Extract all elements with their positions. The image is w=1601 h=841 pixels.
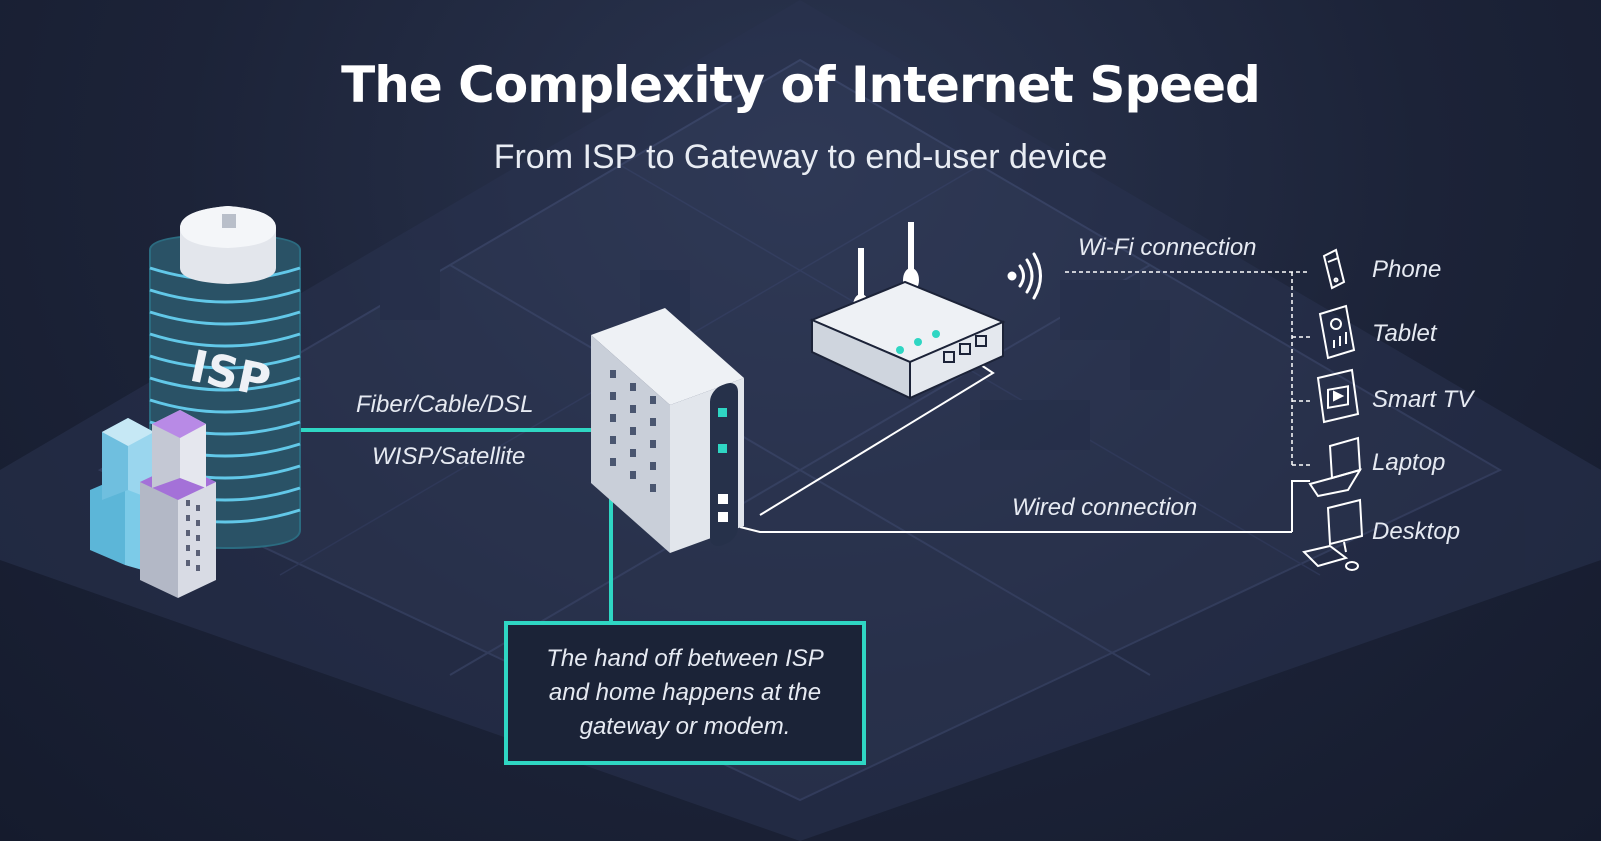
wired-connection-label: Wired connection xyxy=(1012,494,1198,521)
device-label-tablet: Tablet xyxy=(1372,320,1437,347)
wifi-signal-icon xyxy=(1007,252,1042,300)
upstream-label-primary: Fiber/Cable/DSL xyxy=(356,391,534,418)
page-title: The Complexity of Internet Speed xyxy=(341,56,1261,114)
device-label-phone: Phone xyxy=(1372,256,1442,283)
page-subtitle: From ISP to Gateway to end-user device xyxy=(493,138,1108,176)
isp-tower xyxy=(149,206,301,550)
upstream-label-secondary: WISP/Satellite xyxy=(372,443,526,470)
tablet-icon xyxy=(1318,304,1356,360)
gateway-callout-text: The hand off between ISP and home happen… xyxy=(546,645,824,740)
wifi-router xyxy=(809,222,1006,400)
laptop-wired-branch xyxy=(1291,480,1310,532)
city-buildings xyxy=(90,410,216,598)
device-label-laptop: Laptop xyxy=(1372,449,1446,476)
wifi-connection-label: Wi-Fi connection xyxy=(1078,234,1257,261)
desktop-icon xyxy=(1302,498,1364,571)
wired-connection-line xyxy=(739,526,1292,533)
phone-icon xyxy=(1322,248,1346,290)
gateway-modem xyxy=(591,308,744,553)
laptop-icon xyxy=(1308,436,1363,498)
gateway-callout-box: The hand off between ISP and home happen… xyxy=(504,621,866,765)
device-label-desktop: Desktop xyxy=(1372,518,1461,545)
smart-tv-icon xyxy=(1316,368,1360,424)
device-label-smart-tv: Smart TV xyxy=(1372,386,1474,413)
